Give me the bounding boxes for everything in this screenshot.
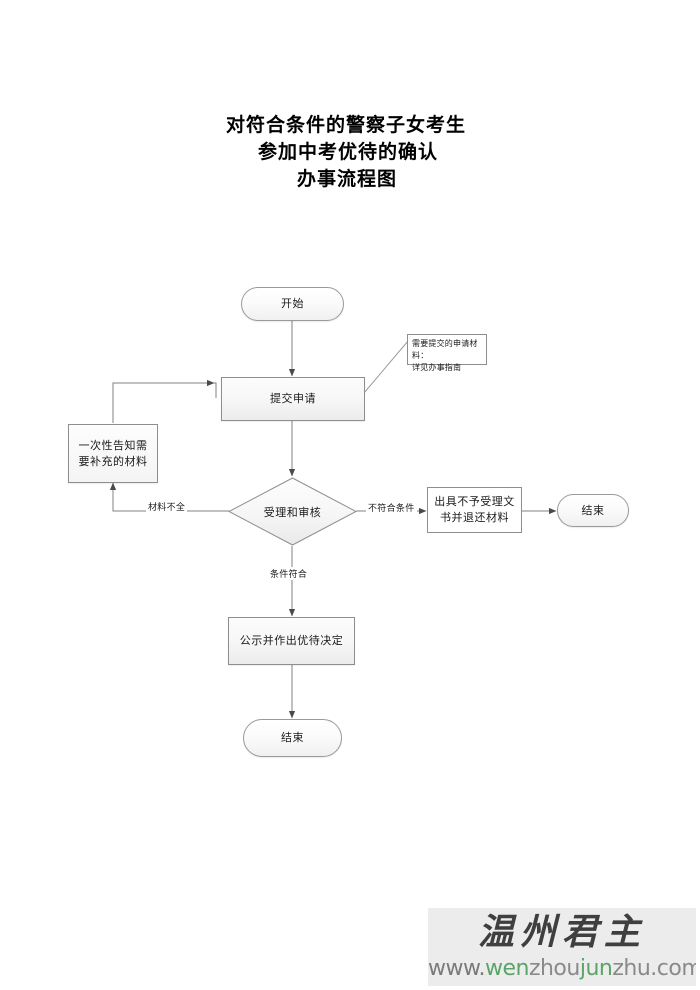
edge-label-incomplete: 材料不全 — [146, 500, 188, 513]
edge-supplement-to-submit — [112, 379, 215, 423]
node-start[interactable]: 开始 — [241, 287, 344, 321]
node-notify-supplement-materials[interactable]: 一次性告知需 要补充的材料 — [68, 424, 158, 483]
node-notify-supplement-line-1: 一次性告知需 — [78, 438, 148, 452]
title-line-1: 对符合条件的警察子女考生 — [225, 114, 466, 136]
title-line-2: 参加中考优待的确认 — [257, 140, 438, 163]
annotation-line-1: 需要提交的申请材料： — [412, 339, 478, 360]
watermark-url-part-2: wen — [484, 956, 529, 981]
watermark-brand: 温州君主 — [477, 911, 646, 953]
watermark-url-part-5: zhu.com — [612, 956, 696, 981]
edge-label-qualified: 条件符合 — [268, 567, 310, 580]
page-title: 对符合条件的警察子女考生 参加中考优待的确认 办事流程图 — [0, 112, 700, 193]
node-review-decision-label: 受理和审核 — [263, 505, 322, 519]
node-review-decision[interactable]: 受理和审核 — [228, 477, 357, 546]
watermark-url-part-4: jun — [579, 956, 613, 981]
node-issue-rejection-line-2: 书并退还材料 — [440, 511, 509, 524]
edge-supplement-up — [112, 382, 217, 423]
node-end-bottom-label: 结束 — [281, 731, 304, 745]
watermark: 温州君主 www.wenzhoujunzhu.com — [428, 908, 696, 986]
node-notify-supplement-line-2: 要补充的材料 — [78, 454, 148, 468]
decision-diamond-shape — [228, 477, 357, 546]
edge-submit-to-note — [363, 340, 409, 394]
node-issue-rejection-line-1: 出具不予受理文 — [434, 495, 515, 509]
edge-label-not-qualified: 不符合条件 — [366, 501, 417, 514]
watermark-url-part-1: www. — [428, 956, 485, 981]
watermark-url-part-3: zhou — [528, 956, 580, 981]
node-end-right[interactable]: 结束 — [557, 494, 629, 527]
annotation-line-2: 详见办事指南 — [412, 363, 462, 372]
node-end-right-label: 结束 — [581, 503, 605, 517]
node-submit-application-label: 提交申请 — [270, 392, 316, 406]
node-publicize-and-decide[interactable]: 公示并作出优待决定 — [228, 617, 355, 665]
watermark-url: www.wenzhoujunzhu.com — [428, 956, 696, 982]
node-submit-application[interactable]: 提交申请 — [221, 377, 365, 421]
node-issue-rejection-document[interactable]: 出具不予受理文 书并退还材料 — [427, 487, 522, 533]
node-end-bottom[interactable]: 结束 — [243, 719, 342, 757]
annotation-required-materials: 需要提交的申请材料： 详见办事指南 — [407, 334, 487, 372]
edge-review-to-supplement — [109, 482, 229, 512]
node-publicize-and-decide-label: 公示并作出优待决定 — [239, 634, 344, 648]
node-start-label: 开始 — [281, 297, 304, 311]
title-line-3: 办事流程图 — [296, 167, 397, 190]
